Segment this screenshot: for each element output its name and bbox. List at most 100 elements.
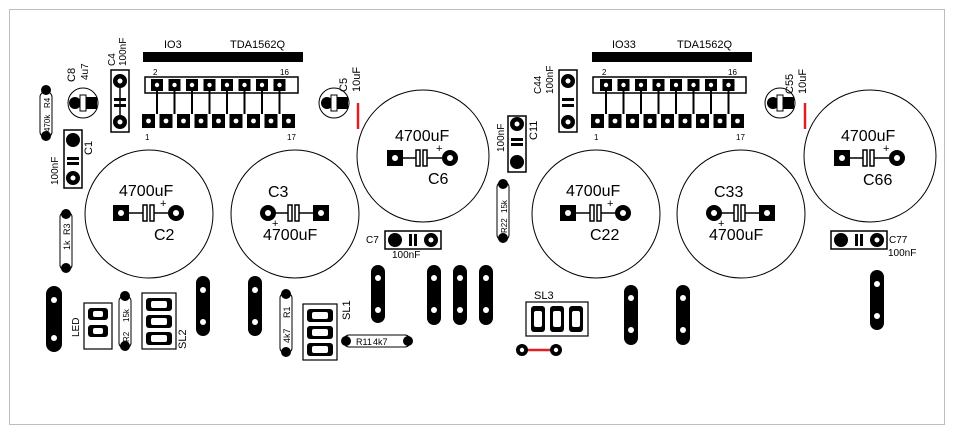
ic-pads-top [151, 79, 286, 114]
plate [511, 143, 523, 146]
terminal-hole [151, 301, 167, 308]
pad-hole [514, 121, 520, 127]
ic-pad-hole [172, 82, 177, 88]
resistor-r4[interactable]: 470k R4 [39, 85, 53, 141]
ic-pad-hole [735, 118, 740, 124]
part-outline [302, 303, 338, 361]
pad-hole [431, 307, 437, 313]
part-value: 15k [500, 199, 509, 213]
plate [409, 234, 412, 246]
ic-pad-hole [612, 118, 618, 124]
part-value: 100nF [888, 248, 916, 259]
pin-label: 1 [145, 133, 150, 142]
part-ref: C1 [83, 141, 95, 155]
cap-outline [356, 89, 490, 223]
pad-round [321, 97, 333, 109]
cap-c6[interactable]: 4700uF + C6 [356, 89, 490, 223]
pin-label: 2 [602, 68, 607, 77]
part-ref: R22 [500, 218, 509, 233]
cap-outline [764, 87, 796, 119]
terminal-hole [93, 311, 103, 317]
cap-value: 4700uF [566, 183, 620, 200]
part-value: 100nF [50, 157, 61, 185]
cap-c77[interactable]: C77 100nF [830, 230, 916, 259]
resistor-r11[interactable]: R11 4k7 [341, 334, 413, 348]
pad-hole [553, 347, 559, 353]
cap-c3[interactable]: C3 + 4700uF [230, 149, 360, 279]
pad-hole [457, 275, 463, 281]
connector-sl2[interactable]: SL2 [141, 292, 189, 350]
ic-pad-hole [207, 82, 212, 88]
ic-pad-hole [251, 118, 256, 124]
ic-body [143, 52, 303, 62]
plate [596, 204, 602, 222]
plate [142, 204, 148, 222]
cap-c44[interactable]: C44 100nF [533, 66, 578, 133]
cap-outline [803, 89, 937, 223]
part-value: 10uF [351, 67, 363, 92]
resistor-r2[interactable]: R2 15k [118, 291, 132, 351]
cap-c33[interactable]: C33 + 4700uF [676, 149, 806, 279]
pad-hole [874, 237, 880, 243]
pad-hole [318, 210, 324, 216]
plus-sign: + [160, 198, 166, 210]
cap-c22[interactable]: 4700uF + C22 [531, 149, 661, 279]
pin-label: 16 [728, 68, 737, 77]
cap-c8[interactable]: C8 4u7 [66, 63, 99, 119]
pad-hole [117, 78, 123, 84]
ic-pad-hole [638, 82, 644, 88]
block-terminal-left[interactable] [83, 302, 113, 350]
cap-c11[interactable]: 100nF C11 [496, 115, 540, 173]
pad-hole [252, 287, 258, 293]
led-d1[interactable]: LED [46, 286, 82, 352]
pad-oblong [870, 270, 884, 330]
resistor-r22[interactable]: R22 15k [496, 179, 510, 243]
connector-sl3[interactable]: SL3 [516, 290, 589, 356]
pad-hole [680, 295, 686, 301]
pad-hole [252, 319, 258, 325]
pad-hole [375, 307, 381, 313]
pad-group-middle [371, 265, 493, 325]
part-outline [830, 230, 888, 250]
resistor-r3[interactable]: 1k R3 [59, 209, 73, 273]
ic-part: TDA1562Q [677, 39, 732, 51]
pad-hole [51, 297, 57, 303]
ic-pad-hole [691, 82, 696, 88]
plate [740, 204, 746, 222]
ic-pad-hole [181, 118, 186, 124]
cap-ref: C2 [154, 227, 175, 244]
ic-io33[interactable]: IO33 TDA1562Q 2 16 1 17 [591, 39, 752, 142]
pad-round [834, 233, 848, 247]
cap-c7[interactable]: C7 100nF [366, 230, 442, 261]
pad-hole [483, 307, 489, 313]
cap-c55[interactable]: C55 10uF [764, 69, 809, 129]
part-ref: C5 [338, 78, 350, 92]
connector-sl1[interactable]: SL1 [302, 300, 353, 361]
part-ref: C7 [366, 235, 379, 246]
cap-value: 4700uF [709, 227, 763, 244]
ic-pad-hole [665, 118, 670, 124]
cap-c2[interactable]: 4700uF + C2 [84, 149, 214, 279]
ic-ref: IO3 [164, 39, 182, 51]
pad-round [281, 289, 291, 299]
ic-pad-hole [717, 118, 723, 124]
pad-hole [483, 275, 489, 281]
resistor-r1[interactable]: 4k7 R1 [279, 289, 293, 357]
ic-pad-hole [621, 82, 626, 88]
cap-ref: C6 [428, 171, 449, 188]
pad-hole [375, 275, 381, 281]
cap-c1[interactable]: C1 100nF [50, 129, 95, 189]
pin-label: 16 [280, 68, 289, 77]
part-outline [110, 69, 130, 133]
cap-c5[interactable]: C5 10uF [318, 67, 363, 129]
ic-io3[interactable]: IO3 TDA1562Q 2 16 1 17 [142, 39, 303, 142]
ic-pads-bottom [142, 114, 295, 128]
ic-pad-hole [198, 118, 204, 124]
pad-hole [839, 155, 845, 161]
pad-hole [457, 307, 463, 313]
cap-c4[interactable]: C4 100nF [107, 38, 130, 133]
cap-c66[interactable]: 4700uF + C66 [803, 89, 937, 223]
ic-pad-hole [647, 118, 653, 124]
terminal-hole [534, 311, 542, 327]
